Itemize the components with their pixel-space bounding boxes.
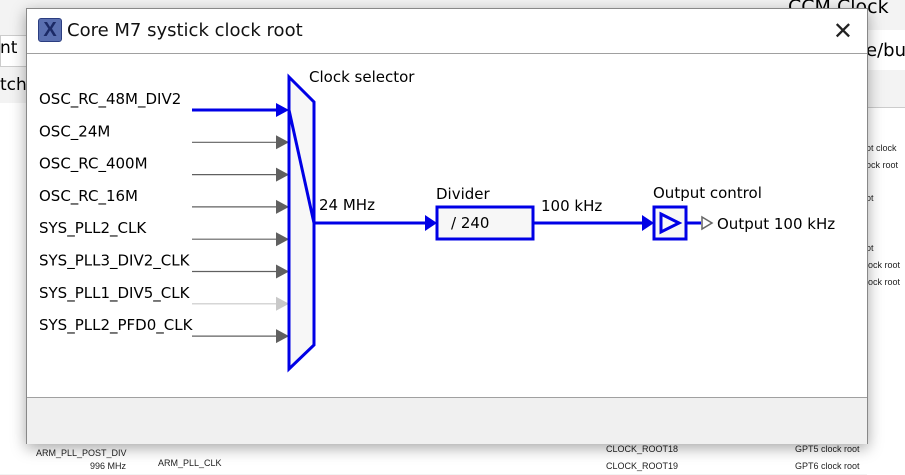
bg-text: nt (0, 38, 18, 58)
arrow-icon (276, 232, 289, 247)
clock-input-label: SYS_PLL2_PFD0_CLK (39, 316, 194, 335)
divider-block[interactable] (435, 205, 535, 241)
clock-input-label: SYS_PLL1_DIV5_CLK (39, 284, 191, 303)
bg-label: GPT5 clock root (795, 444, 860, 454)
clock-selector-mux[interactable] (287, 73, 316, 373)
bg-list-item: ot (866, 243, 874, 253)
clock-input-label: SYS_PLL3_DIV2_CLK (39, 252, 191, 271)
bg-label: ARM_PLL_POST_DIV (36, 448, 127, 458)
arrow-icon (276, 103, 289, 117)
mux-output-freq: 24 MHz (319, 196, 375, 214)
clock-input-sys-pll2-pfd0-clk[interactable]: SYS_PLL2_PFD0_CLK (39, 316, 289, 344)
clock-input-label: OSC_24M (39, 122, 110, 141)
clock-input-osc-rc-400m[interactable]: OSC_RC_400M (39, 155, 289, 182)
clock-input-sys-pll2-clk[interactable]: SYS_PLL2_CLK (39, 219, 289, 247)
clock-input-label: OSC_RC_48M_DIV2 (39, 90, 181, 109)
bg-label: ARM_PLL_CLK (158, 458, 222, 468)
bg-label: GPT6 clock root (795, 461, 860, 471)
bg-list-item: ot (866, 193, 874, 203)
clock-input-label: SYS_PLL2_CLK (39, 219, 147, 238)
bg-list-item: lock root (866, 260, 901, 270)
bg-text: tch (0, 75, 27, 95)
arrow-icon (276, 167, 289, 182)
dialog-title: Core M7 systick clock root (67, 20, 303, 41)
title-bar[interactable]: X Core M7 systick clock root ✕ (27, 9, 867, 54)
mux-selection-line (287, 109, 316, 224)
dialog-footer (27, 397, 867, 444)
clock-selector-label: Clock selector (309, 68, 415, 86)
output-control-label: Output control (653, 184, 762, 202)
clock-root-dialog: X Core M7 systick clock root ✕ OSC_RC_48… (26, 8, 868, 444)
divider-value: / 240 (451, 214, 489, 232)
arrow-icon (276, 199, 289, 214)
close-icon[interactable]: ✕ (832, 17, 853, 45)
clock-input-label: OSC_RC_16M (39, 187, 138, 206)
clock-input-sys-pll1-div5-clk[interactable]: SYS_PLL1_DIV5_CLK (39, 284, 289, 311)
arrow-icon (276, 329, 289, 344)
divider-label: Divider (436, 185, 491, 203)
arrow-icon (642, 215, 654, 231)
bg-list-item: lock root (866, 277, 901, 287)
bg-label: CLOCK_ROOT19 (606, 461, 679, 471)
bg-path: e/bus (866, 40, 905, 61)
clock-input-osc-rc-16m[interactable]: OSC_RC_16M (39, 187, 289, 214)
output-arrow-icon (701, 215, 714, 231)
arrow-icon (425, 215, 437, 231)
clock-input-sys-pll3-div2-clk[interactable]: SYS_PLL3_DIV2_CLK (39, 252, 289, 279)
bg-list-item: ot clock (866, 143, 897, 153)
app-x-icon: X (38, 18, 62, 42)
clock-input-osc-24m[interactable]: OSC_24M (39, 122, 289, 150)
clock-input-label: OSC_RC_400M (39, 155, 148, 174)
arrow-icon (276, 296, 289, 311)
arrow-icon (276, 135, 289, 150)
arrow-icon (276, 264, 289, 279)
clock-input-osc-rc-48m-div2[interactable]: OSC_RC_48M_DIV2 (39, 90, 289, 117)
bg-label: CLOCK_ROOT18 (606, 444, 679, 454)
output-label: Output 100 kHz (717, 215, 835, 233)
bg-list-item: ock root (866, 160, 899, 170)
bg-label: 996 MHz (90, 461, 127, 471)
buffer-icon (659, 211, 683, 235)
divider-output-freq: 100 kHz (541, 197, 602, 215)
